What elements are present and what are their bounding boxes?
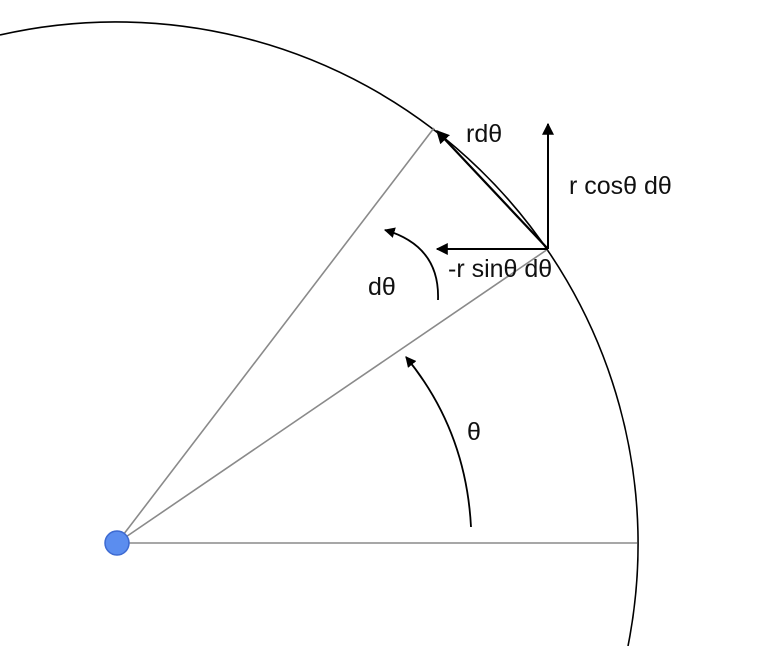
radius-line-theta: [116, 248, 549, 544]
rdtheta-arrow: [436, 130, 549, 250]
origin-point: [104, 530, 130, 556]
rdtheta-label: rdθ: [466, 120, 502, 148]
radius-line-theta-plus-dtheta: [116, 127, 435, 544]
circle-arc: [0, 21, 639, 646]
theta-label: θ: [467, 418, 481, 446]
rcos-label: r cosθ dθ: [569, 172, 672, 200]
dtheta-label: dθ: [368, 273, 396, 301]
dtheta-curved-arrow: [383, 227, 439, 301]
theta-curved-arrow: [405, 356, 472, 528]
rsin-label: -r sinθ dθ: [448, 255, 552, 283]
